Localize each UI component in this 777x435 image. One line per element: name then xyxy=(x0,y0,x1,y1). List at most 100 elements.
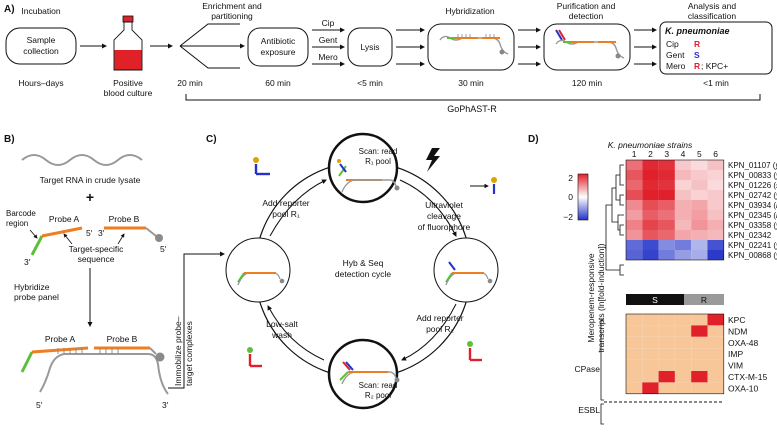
heatmap-cell xyxy=(674,230,692,240)
heatmap-cell xyxy=(658,160,675,170)
colorbar xyxy=(577,173,589,221)
heatmap-cell xyxy=(691,160,708,170)
probe-b-label: Probe B xyxy=(109,214,140,224)
heatmap-cell xyxy=(658,180,675,190)
heatmap-cell xyxy=(658,200,675,210)
heading-analysis-2: classification xyxy=(688,11,736,21)
enzyme-label: IMP xyxy=(728,349,743,359)
heatmap-cell xyxy=(707,190,724,200)
colorbar-tick-bottom: −2 xyxy=(563,212,573,222)
hybridization-probe-icon xyxy=(439,34,509,55)
gene-label: KPN_02742 (ypeC) xyxy=(728,191,777,200)
y-axis-label-1: Meropenem-responsive xyxy=(586,253,596,343)
heatmap-cell xyxy=(642,160,659,170)
strain-number: 6 xyxy=(713,149,718,159)
wash-1: Low-salt xyxy=(266,319,298,329)
time-exposure: 60 min xyxy=(265,78,291,88)
barcode-segment xyxy=(30,235,44,256)
heatmap-cell xyxy=(626,180,643,190)
enzyme-cell xyxy=(658,382,675,394)
enzyme-cell xyxy=(642,336,659,349)
end-3-bottom: 3′ xyxy=(162,400,169,410)
target-rna-label: Target RNA in crude lysate xyxy=(40,175,141,185)
heatmap-cell xyxy=(626,220,643,230)
heatmap-cell xyxy=(626,240,643,250)
lightning-icon xyxy=(426,148,440,172)
time-lysis: <5 min xyxy=(357,78,383,88)
gene-label: KPN_01226 (spy) xyxy=(728,181,777,190)
enzyme-cell xyxy=(707,314,724,326)
result-call-mero: R xyxy=(694,61,700,71)
result-organism: K. pneumoniae xyxy=(665,26,730,36)
scan-r2-node xyxy=(327,338,399,410)
heatmap-cell xyxy=(658,240,675,250)
heatmap-cell xyxy=(674,180,692,190)
heading-purification-1: Purification and xyxy=(557,1,616,11)
heatmap-cell xyxy=(658,190,675,200)
wash-2: wash xyxy=(271,330,292,340)
sr-bar-r xyxy=(684,294,724,305)
heatmap-cell xyxy=(691,220,708,230)
enzyme-cell xyxy=(626,314,643,326)
cycle-center-1: Hyb & Seq xyxy=(343,258,384,268)
enzyme-cell xyxy=(674,371,692,383)
enzyme-cell xyxy=(691,359,708,371)
heatmap-cell xyxy=(691,230,708,240)
panel-c: C) Scan: read R₁ pool Scan: read R₂ pool xyxy=(206,132,499,410)
add-r1-2: pool R₁ xyxy=(272,209,300,219)
add-r2-1: Add reporter xyxy=(416,313,463,323)
enzyme-cell xyxy=(626,336,643,349)
group-esbl-label: ESBL xyxy=(578,405,600,415)
cycle-left-probe-icon xyxy=(237,272,285,286)
scan-r2-pool: R₂ pool xyxy=(365,391,391,400)
heatmap-cell xyxy=(642,240,659,250)
partition-fan xyxy=(179,23,240,69)
heatmap-cell xyxy=(707,180,724,190)
scan-r1-pool: R₁ pool xyxy=(365,157,391,166)
heatmap-cell xyxy=(691,190,708,200)
scan-r1-node xyxy=(327,132,399,204)
sr-bar-s xyxy=(626,294,684,305)
end-5: 5′ xyxy=(86,228,93,238)
probe-b-label-2: Probe B xyxy=(107,334,138,344)
uv-2: cleavage xyxy=(427,211,461,221)
enzyme-label: CTX-M-15 xyxy=(728,372,767,382)
target-rna-wave xyxy=(21,154,143,166)
heatmap-cell xyxy=(626,230,643,240)
uv-3: of fluorophore xyxy=(418,222,471,232)
heatmap-cell xyxy=(674,200,692,210)
panel-d-label: D) xyxy=(528,134,539,145)
branch-gent: Gent xyxy=(319,35,338,45)
panel-a: A) Incubation Enrichment and partitionin… xyxy=(4,1,773,114)
enzyme-cell xyxy=(691,382,708,394)
heatmap-cell xyxy=(626,170,643,180)
enzyme-cell xyxy=(691,314,708,326)
heatmap-cell xyxy=(674,210,692,220)
reporter-r1-icon xyxy=(253,157,270,176)
svg-text:Lysis: Lysis xyxy=(360,42,379,52)
heading-purification-2: detection xyxy=(569,11,604,21)
enzyme-cell xyxy=(707,348,724,360)
svg-text:collection: collection xyxy=(23,46,59,56)
gene-label-column: KPN_01107 (ycfJ)KPN_00833 (ybiJ)KPN_0122… xyxy=(728,161,777,260)
time-incubation: Hours–days xyxy=(18,78,63,88)
enzyme-cell xyxy=(674,348,692,360)
heatmap-title: K. pneumoniae strains xyxy=(608,140,693,150)
cycle-right-probe-icon xyxy=(445,261,493,286)
heatmap-cell xyxy=(626,210,643,220)
heading-incubation: Incubation xyxy=(21,6,60,16)
cycle-left-node xyxy=(225,237,291,303)
strain-number: 3 xyxy=(664,149,669,159)
enzyme-cell xyxy=(626,371,643,383)
cleaved-fluorophore-icon xyxy=(470,177,497,194)
svg-text:Scan: read: Scan: read xyxy=(359,381,398,390)
enzyme-cell xyxy=(707,371,724,383)
time-positive-1: Positive xyxy=(113,78,143,88)
enzyme-cell xyxy=(691,336,708,349)
enzyme-cell xyxy=(707,359,724,371)
cycle-arrows xyxy=(267,179,457,361)
enzyme-label: OXA-10 xyxy=(728,383,759,393)
heatmap-cell xyxy=(691,170,708,180)
enzyme-cell xyxy=(674,314,692,326)
